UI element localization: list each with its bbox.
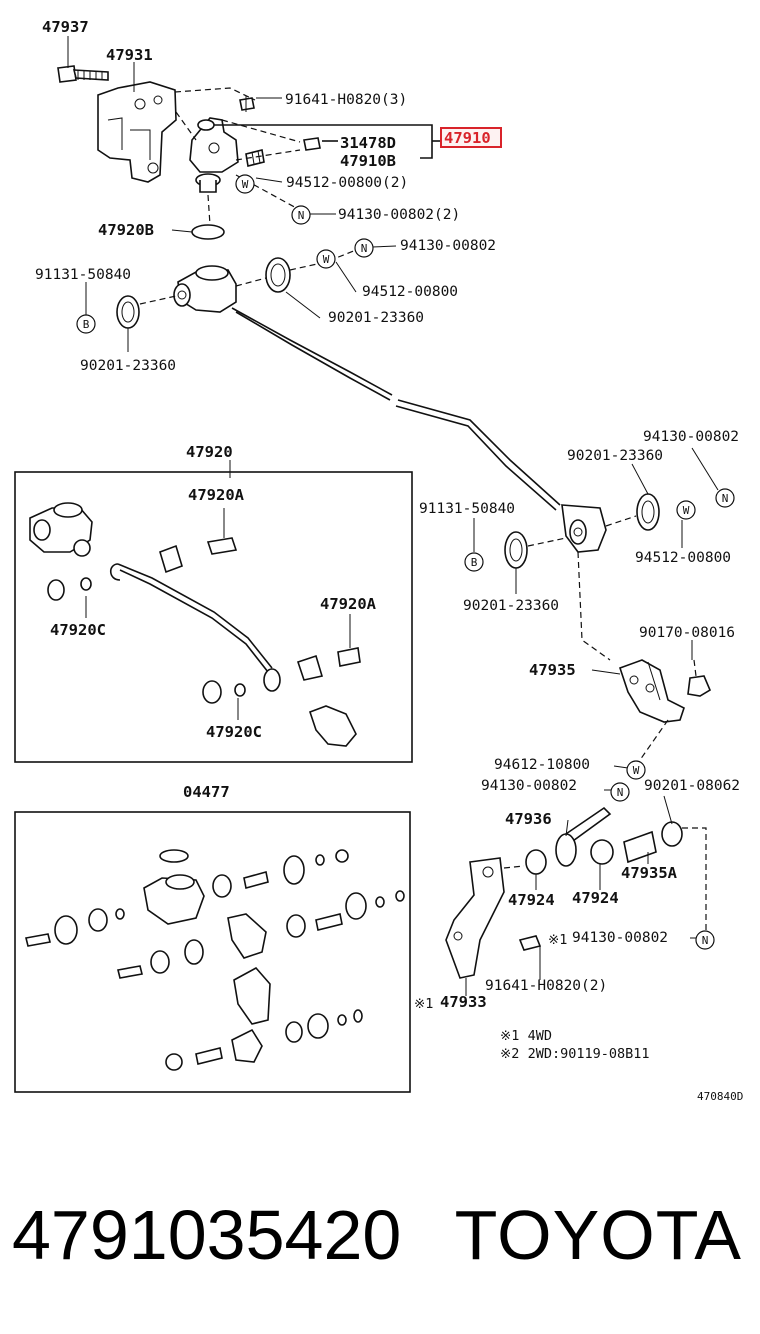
- o-ring-47920b: [191, 224, 225, 240]
- label-90170: 90170-08016: [639, 625, 735, 641]
- label-94512-b: 94512-00800: [362, 284, 458, 300]
- svg-text:N: N: [702, 934, 709, 947]
- svg-text:N: N: [361, 242, 368, 255]
- label-90201-c: 90201-23360: [567, 448, 663, 464]
- label-91641-a: 91641-H0820(3): [285, 92, 407, 108]
- label-94130-e: 94130-00802: [572, 930, 668, 946]
- label-47920b: 47920B: [98, 221, 154, 239]
- svg-text:W: W: [633, 764, 640, 777]
- label-47924-b: 47924: [572, 889, 619, 907]
- svg-text:W: W: [242, 178, 249, 191]
- label-47935: 47935: [529, 661, 576, 679]
- svg-text:B: B: [471, 556, 478, 569]
- label-94130-b: 94130-00802: [400, 238, 496, 254]
- label-31478d: 31478D: [340, 134, 396, 152]
- label-47920a-1: 47920A: [188, 486, 245, 504]
- label-04477: 04477: [183, 783, 230, 801]
- vacuum-pipe-47920: [231, 307, 561, 511]
- bracket-47935: [618, 659, 685, 723]
- label-47910b: 47910B: [340, 152, 396, 170]
- svg-text:N: N: [617, 786, 624, 799]
- svg-text:W: W: [323, 253, 330, 266]
- bolt-47936: [555, 806, 612, 867]
- label-47910-highlighted[interactable]: 47910: [444, 129, 491, 147]
- union-fitting: [173, 265, 237, 313]
- bolt-47937: [57, 65, 109, 83]
- nut-callout: N: [291, 205, 311, 225]
- label-94130-a: 94130-00802(2): [338, 207, 460, 223]
- label-94512-a: 94512-00800(2): [286, 175, 408, 191]
- label-47920c-1: 47920C: [50, 621, 106, 639]
- union-fitting-lower: [561, 504, 607, 553]
- sleeve-47935a: [623, 830, 657, 864]
- note-mark-1: ※1: [548, 932, 567, 948]
- nut-callout: N: [695, 930, 715, 950]
- label-47935a: 47935A: [621, 864, 678, 882]
- label-90201-b: 90201-23360: [80, 358, 176, 374]
- inset-04477: [14, 811, 411, 1093]
- bushing-90170: [687, 675, 712, 697]
- label-47920a-2: 47920A: [320, 595, 377, 613]
- gasket-90201-b: [265, 257, 291, 293]
- washer-callout: W: [626, 760, 646, 780]
- label-47933: 47933: [440, 993, 487, 1011]
- note-2wd: ※2 2WD:90119-08B11: [500, 1046, 649, 1062]
- label-90201-d: 90201-23360: [463, 598, 559, 614]
- bracket-47933: [445, 857, 505, 979]
- nut-callout: N: [715, 488, 735, 508]
- inset-47920: [14, 471, 413, 763]
- label-91131-b: 91131-50840: [419, 501, 515, 517]
- svg-text:N: N: [298, 209, 305, 222]
- part-number: 4791035420: [12, 1196, 402, 1274]
- label-94512-c: 94512-00800: [635, 550, 731, 566]
- label-94130-c: 94130-00802: [643, 429, 739, 445]
- note-4wd: ※1 4WD: [500, 1028, 552, 1044]
- label-47936: 47936: [505, 810, 552, 828]
- drawing-code: 470840D: [697, 1090, 743, 1103]
- label-47920c-2: 47920C: [206, 723, 262, 741]
- label-90201-a: 90201-23360: [328, 310, 424, 326]
- bolt-callout: B: [464, 552, 484, 572]
- label-47924-a: 47924: [508, 891, 555, 909]
- label-91641-b: 91641-H0820(2): [485, 978, 607, 994]
- bolt-91641-b: [518, 935, 542, 951]
- gasket-90201-c: [636, 493, 660, 531]
- gasket-90201-a: [116, 295, 140, 329]
- valve-47910: [175, 111, 239, 226]
- bolt-91641-a: [239, 96, 255, 112]
- label-94612: 94612-10800: [494, 757, 590, 773]
- note-mark-2: ※1: [414, 996, 433, 1012]
- label-94130-d: 94130-00802: [481, 778, 577, 794]
- label-47920: 47920: [186, 443, 233, 461]
- label-47937: 47937: [42, 18, 89, 36]
- fitting-31478d: [303, 137, 321, 151]
- nut-callout: N: [354, 238, 374, 258]
- bracket-47931: [97, 81, 177, 183]
- washer-callout: W: [235, 174, 255, 194]
- bushings-47924: [525, 839, 614, 875]
- brand-name: TOYOTA: [454, 1196, 742, 1274]
- bolt-callout: B: [76, 314, 96, 334]
- svg-text:W: W: [683, 504, 690, 517]
- gasket-90201-d: [504, 531, 528, 569]
- highlight-box-47910: [440, 127, 502, 148]
- label-47931: 47931: [106, 46, 153, 64]
- washer-90201-e: [661, 821, 683, 847]
- washer-callout: W: [316, 249, 336, 269]
- parts-diagram: W N W N B N W B W N N 47937 47931 916: [14, 18, 743, 1103]
- label-90201-e: 90201-08062: [644, 778, 740, 794]
- svg-text:N: N: [722, 492, 729, 505]
- washer-callout: W: [676, 500, 696, 520]
- label-91131-a: 91131-50840: [35, 267, 131, 283]
- nut-callout: N: [610, 782, 630, 802]
- svg-text:B: B: [83, 318, 90, 331]
- product-footer: 4791035420 TOYOTA: [0, 1180, 760, 1290]
